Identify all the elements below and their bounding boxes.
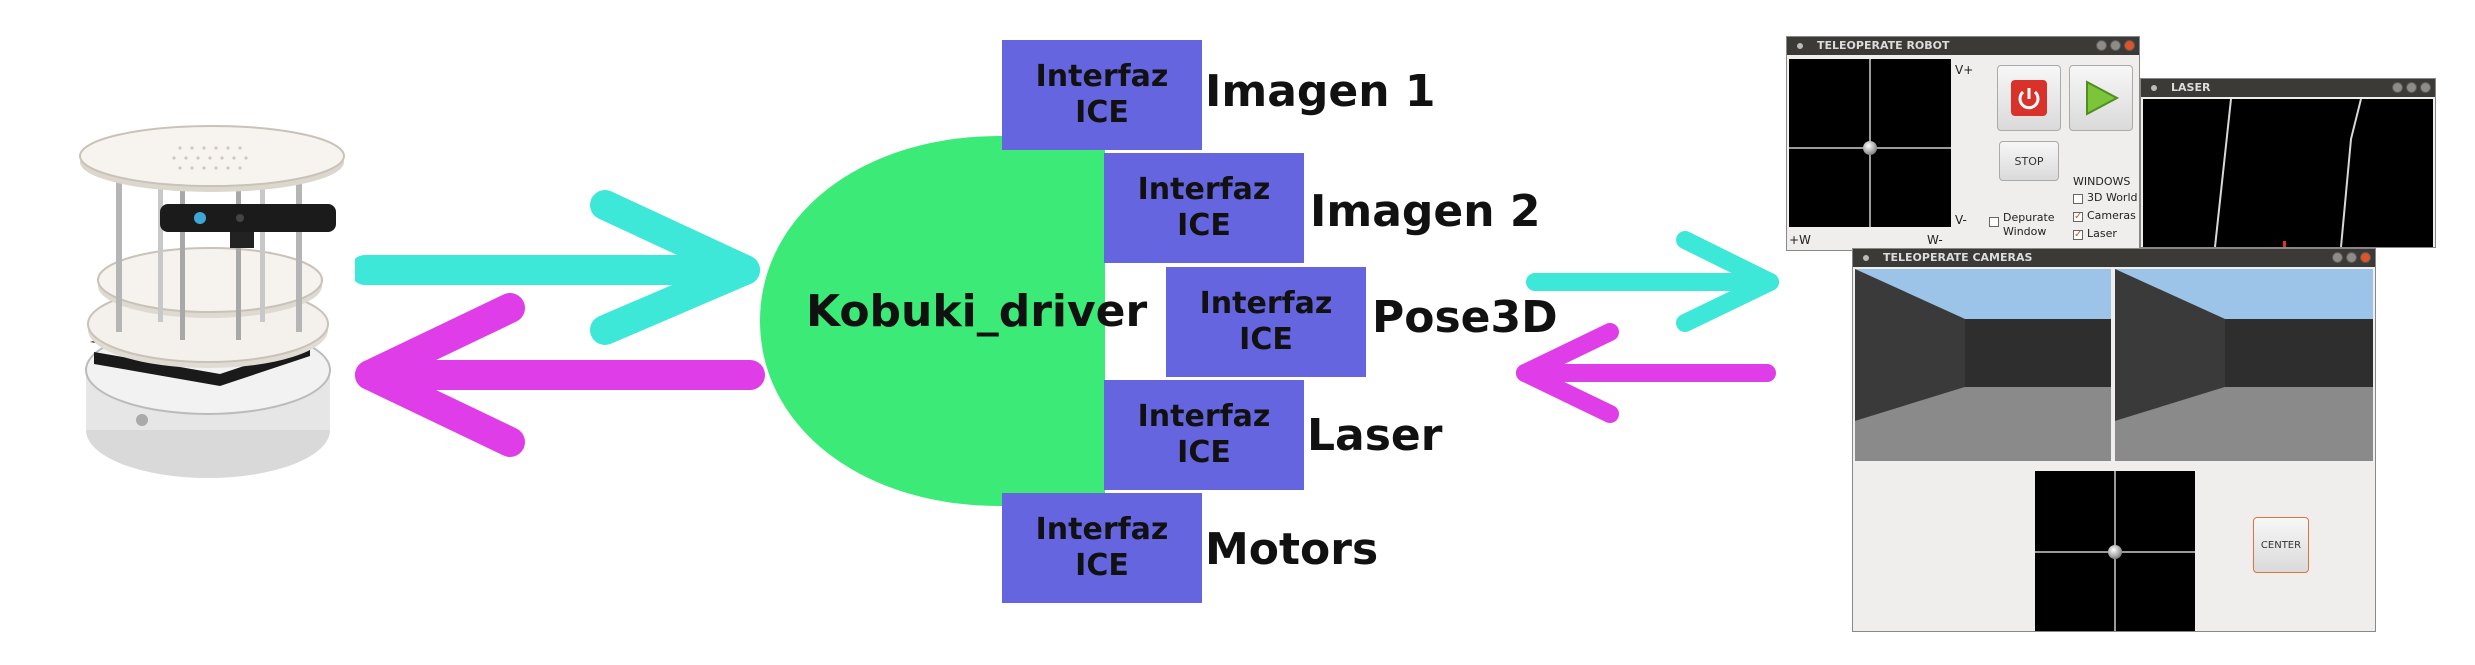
ice-box-line1: Interfaz	[1199, 286, 1333, 321]
minimize-icon[interactable]	[2392, 82, 2403, 93]
ice-box-line1: Interfaz	[1035, 512, 1169, 547]
v-plus-label: V+	[1955, 63, 1974, 77]
maximize-icon[interactable]	[2346, 252, 2357, 263]
ice-box-line2: ICE	[1075, 548, 1129, 583]
window-titlebar: TELEOPERATE CAMERAS	[1853, 249, 2375, 267]
depurate-label-2: Window	[2003, 225, 2047, 238]
ice-box-line1: Interfaz	[1137, 172, 1271, 207]
ice-box-line2: ICE	[1075, 95, 1129, 130]
interface-label-motors: Motors	[1205, 524, 1379, 575]
window-titlebar: TELEOPERATE ROBOT	[1787, 37, 2139, 55]
close-icon[interactable]	[2360, 252, 2371, 263]
velocity-control-pad[interactable]	[1789, 59, 1951, 227]
minimize-icon[interactable]	[2332, 252, 2343, 263]
play-icon	[2086, 80, 2120, 116]
arrow-to-gui-icon	[1526, 231, 1779, 332]
joystick-handle[interactable]	[1863, 141, 1877, 155]
windows-heading: WINDOWS	[2073, 175, 2131, 188]
stop-button[interactable]: STOP	[1999, 141, 2059, 181]
ice-box-line2: ICE	[1239, 322, 1293, 357]
checkbox-label-cameras: Cameras	[2087, 209, 2136, 222]
interface-label-laser: Laser	[1307, 410, 1443, 461]
arrow-from-gui-icon	[1516, 323, 1776, 423]
ice-box-line2: ICE	[1177, 208, 1231, 243]
checkbox-laser[interactable]: ✓	[2073, 229, 2083, 240]
window-titlebar: LASER	[2141, 79, 2435, 97]
center-button[interactable]: CENTER	[2253, 517, 2309, 573]
arrow-to-driver-icon	[355, 190, 760, 345]
power-button[interactable]	[1997, 65, 2061, 131]
window-title: TELEOPERATE CAMERAS	[1883, 251, 2033, 264]
play-button[interactable]	[2069, 65, 2133, 131]
camera-view-left	[1855, 269, 2111, 461]
window-title: LASER	[2171, 81, 2211, 94]
interface-label-imagen2: Imagen 2	[1310, 186, 1541, 237]
teleoperate-robot-window: TELEOPERATE ROBOT V+ V- +W W- STOP WINDO…	[1786, 36, 2140, 251]
window-title: TELEOPERATE ROBOT	[1817, 39, 1950, 52]
maximize-icon[interactable]	[2110, 40, 2121, 51]
laser-scan-view	[2143, 99, 2433, 247]
minimize-icon[interactable]	[2096, 40, 2107, 51]
close-icon[interactable]	[2124, 40, 2135, 51]
ice-box-line2: ICE	[1177, 435, 1231, 470]
close-icon[interactable]	[2420, 82, 2431, 93]
driver-label: Kobuki_driver	[806, 286, 1148, 337]
ice-box-line1: Interfaz	[1035, 59, 1169, 94]
turtlebot-robot-image	[79, 125, 345, 478]
laser-window: LASER	[2140, 78, 2436, 248]
maximize-icon[interactable]	[2406, 82, 2417, 93]
w-plus-label: +W	[1789, 233, 1811, 247]
ice-box-line1: Interfaz	[1137, 399, 1271, 434]
arrow-from-driver-icon	[355, 293, 765, 457]
interface-label-imagen1: Imagen 1	[1205, 66, 1436, 117]
checkbox-3d-world[interactable]	[2073, 194, 2083, 204]
interface-label-pose3d: Pose3D	[1372, 292, 1558, 343]
depurate-label-1: Depurate	[2003, 211, 2055, 224]
w-minus-label: W-	[1927, 233, 1943, 247]
checkbox-depurate-window[interactable]	[1989, 217, 1999, 227]
checkbox-label-laser: Laser	[2087, 227, 2117, 240]
camera-view-right	[2115, 269, 2373, 461]
kobuki-driver-shape	[760, 136, 1105, 506]
power-icon	[2011, 80, 2047, 116]
teleoperate-cameras-window: TELEOPERATE CAMERAS CENTER	[1852, 248, 2376, 632]
checkbox-label-3d-world: 3D World	[2087, 191, 2138, 204]
camera-control-pad[interactable]	[2035, 471, 2195, 631]
v-minus-label: V-	[1955, 213, 1967, 227]
checkbox-cameras[interactable]: ✓	[2073, 211, 2083, 222]
camera-joystick-handle[interactable]	[2108, 545, 2122, 559]
